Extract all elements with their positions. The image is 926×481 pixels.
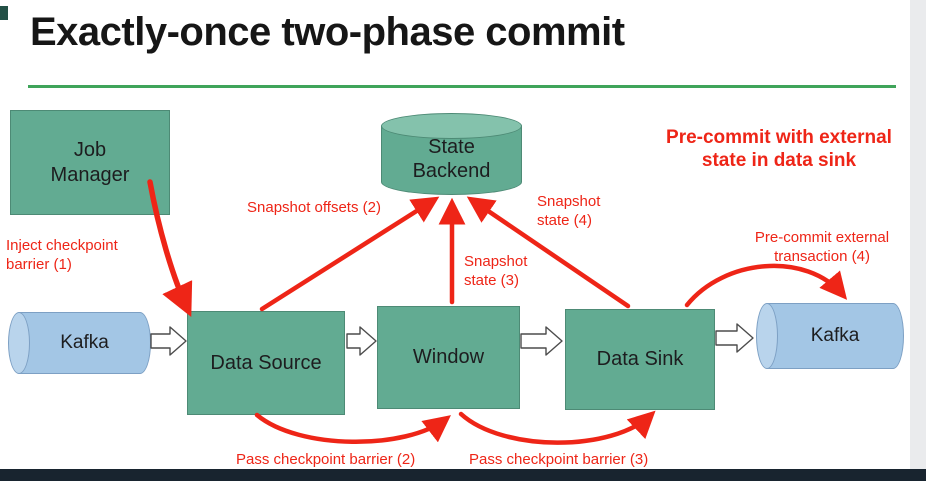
title-underline bbox=[28, 85, 896, 88]
cylinder-top-ellipse bbox=[381, 113, 522, 139]
bottom-bar bbox=[0, 469, 926, 481]
right-gutter bbox=[910, 0, 926, 469]
arrow-pass-barrier-source-to-window bbox=[254, 412, 451, 444]
kafka-sink-label: Kafka bbox=[810, 325, 860, 346]
node-job-manager: Job Manager bbox=[10, 110, 170, 215]
label-snapshot-state-3: Snapshot state (3) bbox=[464, 253, 528, 289]
node-window: Window bbox=[377, 306, 520, 409]
node-data-sink: Data Sink bbox=[565, 309, 715, 410]
kafka-source-label: Kafka bbox=[60, 332, 109, 353]
node-kafka-source: Kafka bbox=[8, 312, 151, 374]
flow-arrow-sink-to-kafka bbox=[715, 323, 754, 353]
node-data-source: Data Source bbox=[187, 311, 345, 415]
label-snapshot-offsets: Snapshot offsets (2) bbox=[247, 199, 381, 216]
state-backend-label: State Backend bbox=[412, 136, 491, 182]
cylinder-cap-ellipse bbox=[8, 312, 30, 374]
precommit-note: Pre-commit with external state in data s… bbox=[666, 127, 892, 171]
arrow-precommit-external-transaction bbox=[684, 263, 848, 308]
slide-title: Exactly-once two-phase commit bbox=[30, 10, 625, 54]
flow-arrow-window-to-sink bbox=[520, 326, 563, 356]
label-pass-checkpoint-barrier-3: Pass checkpoint barrier (3) bbox=[469, 451, 649, 468]
cylinder-body bbox=[381, 126, 522, 195]
node-kafka-sink: Kafka bbox=[756, 303, 904, 369]
flow-arrow-source-to-window bbox=[346, 326, 377, 356]
arrow-pass-barrier-window-to-sink bbox=[458, 410, 656, 445]
label-inject-checkpoint-barrier: Inject checkpoint barrier (1) bbox=[6, 237, 118, 273]
label-snapshot-state-4: Snapshot state (4) bbox=[537, 193, 601, 229]
label-precommit-external-transaction: Pre-commit external transaction (4) bbox=[754, 229, 890, 265]
node-state-backend: State Backend bbox=[381, 113, 522, 195]
label-pass-checkpoint-barrier-2: Pass checkpoint barrier (2) bbox=[236, 451, 416, 468]
flow-arrow-kafka-to-source bbox=[150, 326, 187, 356]
corner-artifact bbox=[0, 6, 8, 20]
